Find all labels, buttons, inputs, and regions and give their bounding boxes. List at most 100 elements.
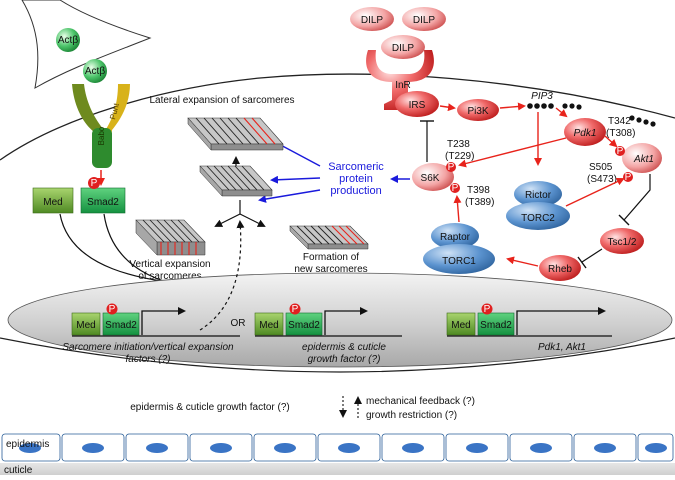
pi3k-to-pip3-arrow [499, 102, 526, 111]
punt-label: Punt [108, 101, 121, 120]
cuticle-label: cuticle [4, 465, 33, 475]
smad2-gene3 [477, 312, 515, 336]
gene1-label-1: Sarcomere initiation/vertical expansion [62, 342, 234, 353]
epidermis-nuclei [19, 443, 667, 453]
cell-membrane [0, 73, 675, 161]
s6k-protein [412, 163, 454, 191]
smad2-cytoplasm-label: Smad2 [87, 197, 119, 208]
akt1-phospho-t342 [615, 146, 625, 156]
gene2-label-2: growth factor (?) [308, 354, 381, 365]
akt1-protein [622, 143, 662, 173]
dilp-ligand-2 [402, 7, 446, 31]
receptor-stalk [92, 128, 112, 168]
med-cytoplasm [32, 187, 74, 214]
smad2-gene1-phospho-label: P [109, 304, 116, 315]
sarcomere-stack-lateral [187, 117, 284, 151]
med-gene1 [71, 312, 101, 336]
down-signal-label: epidermis & cuticle growth factor (?) [130, 402, 290, 413]
actb-ligand-1 [56, 28, 80, 52]
smad2-gene1-phospho [106, 303, 118, 315]
raptor-label: Raptor [440, 232, 471, 243]
pi3k-label: Pi3K [467, 106, 488, 117]
tissue-boundary [0, 337, 675, 373]
s6k-phospho-t238-label: P [448, 162, 455, 173]
smad2-gene3-phospho-label: P [484, 304, 491, 315]
sarcomere-stack-middle [199, 165, 273, 197]
torc1-to-s6k-arrow [453, 195, 462, 223]
smad2-gene1 [102, 312, 140, 336]
rheb-to-torc1-arrow [506, 256, 539, 267]
s6k-phospho-t398-label: P [452, 183, 459, 194]
smad2-gene2-label: Smad2 [288, 320, 320, 331]
gene2-promoter-arrow [324, 307, 368, 335]
rictor-label: Rictor [525, 190, 552, 201]
smad2-phospho-label: P [91, 178, 98, 189]
babo-label: Babo [97, 126, 106, 145]
up-signal-label-1: mechanical feedback (?) [366, 396, 475, 407]
raptor-protein [431, 223, 479, 249]
med-gene3 [446, 312, 476, 336]
sarcomere-stack-formation [289, 225, 369, 250]
site-t229: (T229) [445, 151, 474, 162]
nucleus-to-sarcomere-arrow [199, 220, 245, 331]
pdk1-to-s6k-arrow [458, 137, 567, 168]
akt1-inhibit-bar [618, 214, 630, 226]
sarcomeric-label-3: production [330, 185, 381, 197]
site-s505: S505 [589, 162, 613, 173]
med-gene3-label: Med [451, 320, 470, 331]
med-gene2 [254, 312, 284, 336]
split-to-formation-arrow [239, 213, 266, 227]
site-t398: T398 [467, 185, 490, 196]
dilp-label-1: DILP [361, 15, 384, 26]
torc1-label: TORC1 [442, 256, 476, 267]
production-to-split-arrow [258, 189, 321, 203]
torc2-to-akt1-arrow [565, 177, 625, 207]
pdk1-protein [564, 118, 606, 146]
dilp-label-3: DILP [392, 43, 415, 54]
inr-receptor [366, 50, 434, 110]
akt1-phospho-s505 [623, 172, 633, 182]
gene1-label-2: factors (?) [125, 354, 170, 365]
smad2-gene2-phospho [289, 303, 301, 315]
s6k-label: S6K [421, 173, 440, 184]
dilp-ligand-3 [381, 35, 425, 59]
formation-label-1: Formation of [303, 252, 359, 263]
inr-label: InR [395, 80, 411, 91]
akt1-inhibits-tsc [623, 174, 651, 221]
sarcomeric-label-2: protein [339, 173, 373, 185]
site-t308: (T308) [606, 128, 635, 139]
s6k-phospho-t238 [446, 162, 456, 172]
actb-label-2: Actβ [85, 66, 105, 77]
irs-to-pi3k-arrow [439, 103, 456, 112]
smad2-gene3-label: Smad2 [480, 320, 512, 331]
site-t389: (T389) [465, 197, 494, 208]
med-gene2-label: Med [259, 320, 278, 331]
pip3-label: PIP3 [531, 91, 553, 102]
membrane-pip3-dots [562, 103, 656, 127]
nucleus [7, 272, 673, 368]
cuticle-layer [0, 463, 675, 475]
lateral-label: Lateral expansion of sarcomeres [149, 95, 294, 106]
rictor-protein [514, 181, 562, 207]
akt1-label: Akt1 [633, 154, 654, 165]
pi3k-protein [457, 99, 499, 121]
tsc-protein [600, 228, 644, 254]
med-cytoplasm-label: Med [43, 197, 62, 208]
vertical-label-1: Vertical expansion [129, 259, 210, 270]
akt1-phospho-s505-label: P [625, 172, 632, 183]
smad2-gene2-phospho-label: P [292, 304, 299, 315]
epidermis-label: epidermis [6, 439, 49, 450]
pip3-dots [527, 103, 554, 109]
actb-ligand-2 [83, 59, 107, 83]
gene2-label-1: epidermis & cuticle [302, 342, 386, 353]
pip3-to-pdk1-arrow [555, 107, 568, 118]
med-gene1-label: Med [76, 320, 95, 331]
actb-label-1: Actβ [58, 35, 78, 46]
or-label: OR [231, 318, 246, 329]
pdk1-label: Pdk1 [574, 128, 597, 139]
rheb-protein [539, 255, 581, 281]
site-t238: T238 [447, 139, 470, 150]
split-to-vertical-arrow [214, 213, 241, 227]
torc2-label: TORC2 [521, 213, 555, 224]
